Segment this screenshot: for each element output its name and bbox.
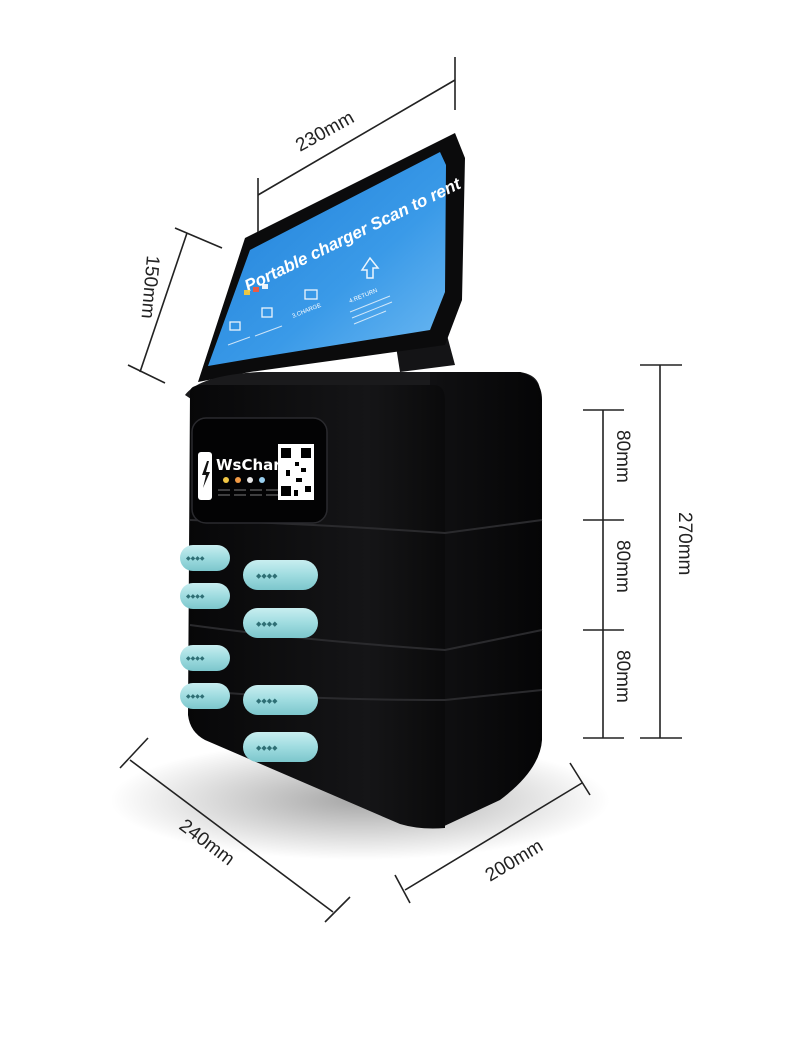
power-bank[interactable]: ◆◆◆◆ xyxy=(243,685,318,715)
module-seam xyxy=(189,624,543,652)
brand-step-dots xyxy=(223,477,265,483)
arrow-up-icon xyxy=(360,256,380,279)
power-bank-column-right: ◆◆◆◆ ◆◆◆◆ ◆◆◆◆ ◆◆◆◆ xyxy=(243,560,318,762)
payment-logo-icon xyxy=(262,284,268,289)
svg-text:◆◆◆◆: ◆◆◆◆ xyxy=(186,594,205,600)
power-bank[interactable]: ◆◆◆◆ xyxy=(180,545,230,571)
svg-text:◆◆◆◆: ◆◆◆◆ xyxy=(186,694,205,700)
battery-logo-icon xyxy=(198,452,212,500)
phone-icon xyxy=(261,307,273,318)
kiosk-right-side xyxy=(430,372,542,828)
power-bank[interactable]: ◆◆◆◆ xyxy=(180,583,230,609)
screen-display xyxy=(208,152,446,366)
dimension-label-total-height: 270mm xyxy=(674,512,695,575)
svg-text:◆◆◆◆: ◆◆◆◆ xyxy=(256,573,278,580)
brand-fine-print xyxy=(218,489,278,496)
power-bank[interactable]: ◆◆◆◆ xyxy=(243,732,318,762)
kiosk-body: WsCharge xyxy=(180,372,543,829)
power-bank-column-left: ◆◆◆◆ ◆◆◆◆ ◆◆◆◆ ◆◆◆◆ xyxy=(180,545,230,709)
dimension-label-module-3: 80mm xyxy=(612,650,633,703)
qr-code xyxy=(278,444,314,500)
screen-step-icons xyxy=(229,256,380,331)
power-bank[interactable]: ◆◆◆◆ xyxy=(243,608,318,638)
svg-text:◆◆◆◆: ◆◆◆◆ xyxy=(186,556,205,562)
payment-logo-icon xyxy=(244,290,250,295)
dimension-label-module-2: 80mm xyxy=(612,540,633,593)
power-bank[interactable]: ◆◆◆◆ xyxy=(180,645,230,671)
brand-panel: WsCharge xyxy=(191,417,328,524)
battery-icon xyxy=(304,289,318,300)
screen-fine-print xyxy=(227,295,393,346)
dimension-label-screen-width: 230mm xyxy=(292,107,358,156)
svg-text:◆◆◆◆: ◆◆◆◆ xyxy=(186,656,205,662)
payment-logo-icon xyxy=(253,287,259,292)
power-bank[interactable]: ◆◆◆◆ xyxy=(180,683,230,709)
dimension-total-height: 270mm xyxy=(640,364,695,739)
dimension-module-heights: 80mm 80mm 80mm xyxy=(583,409,633,739)
lightning-icon xyxy=(202,461,210,488)
dimension-label-screen-height: 150mm xyxy=(136,255,162,320)
power-bank[interactable]: ◆◆◆◆ xyxy=(243,560,318,590)
svg-text:◆◆◆◆: ◆◆◆◆ xyxy=(256,698,278,705)
qr-icon xyxy=(229,321,241,331)
dimension-label-module-1: 80mm xyxy=(612,430,633,483)
kiosk-screen: Portable charger Scan to rent 4.RETURN 3… xyxy=(198,133,465,382)
svg-text:◆◆◆◆: ◆◆◆◆ xyxy=(256,745,278,752)
svg-text:◆◆◆◆: ◆◆◆◆ xyxy=(256,621,278,628)
